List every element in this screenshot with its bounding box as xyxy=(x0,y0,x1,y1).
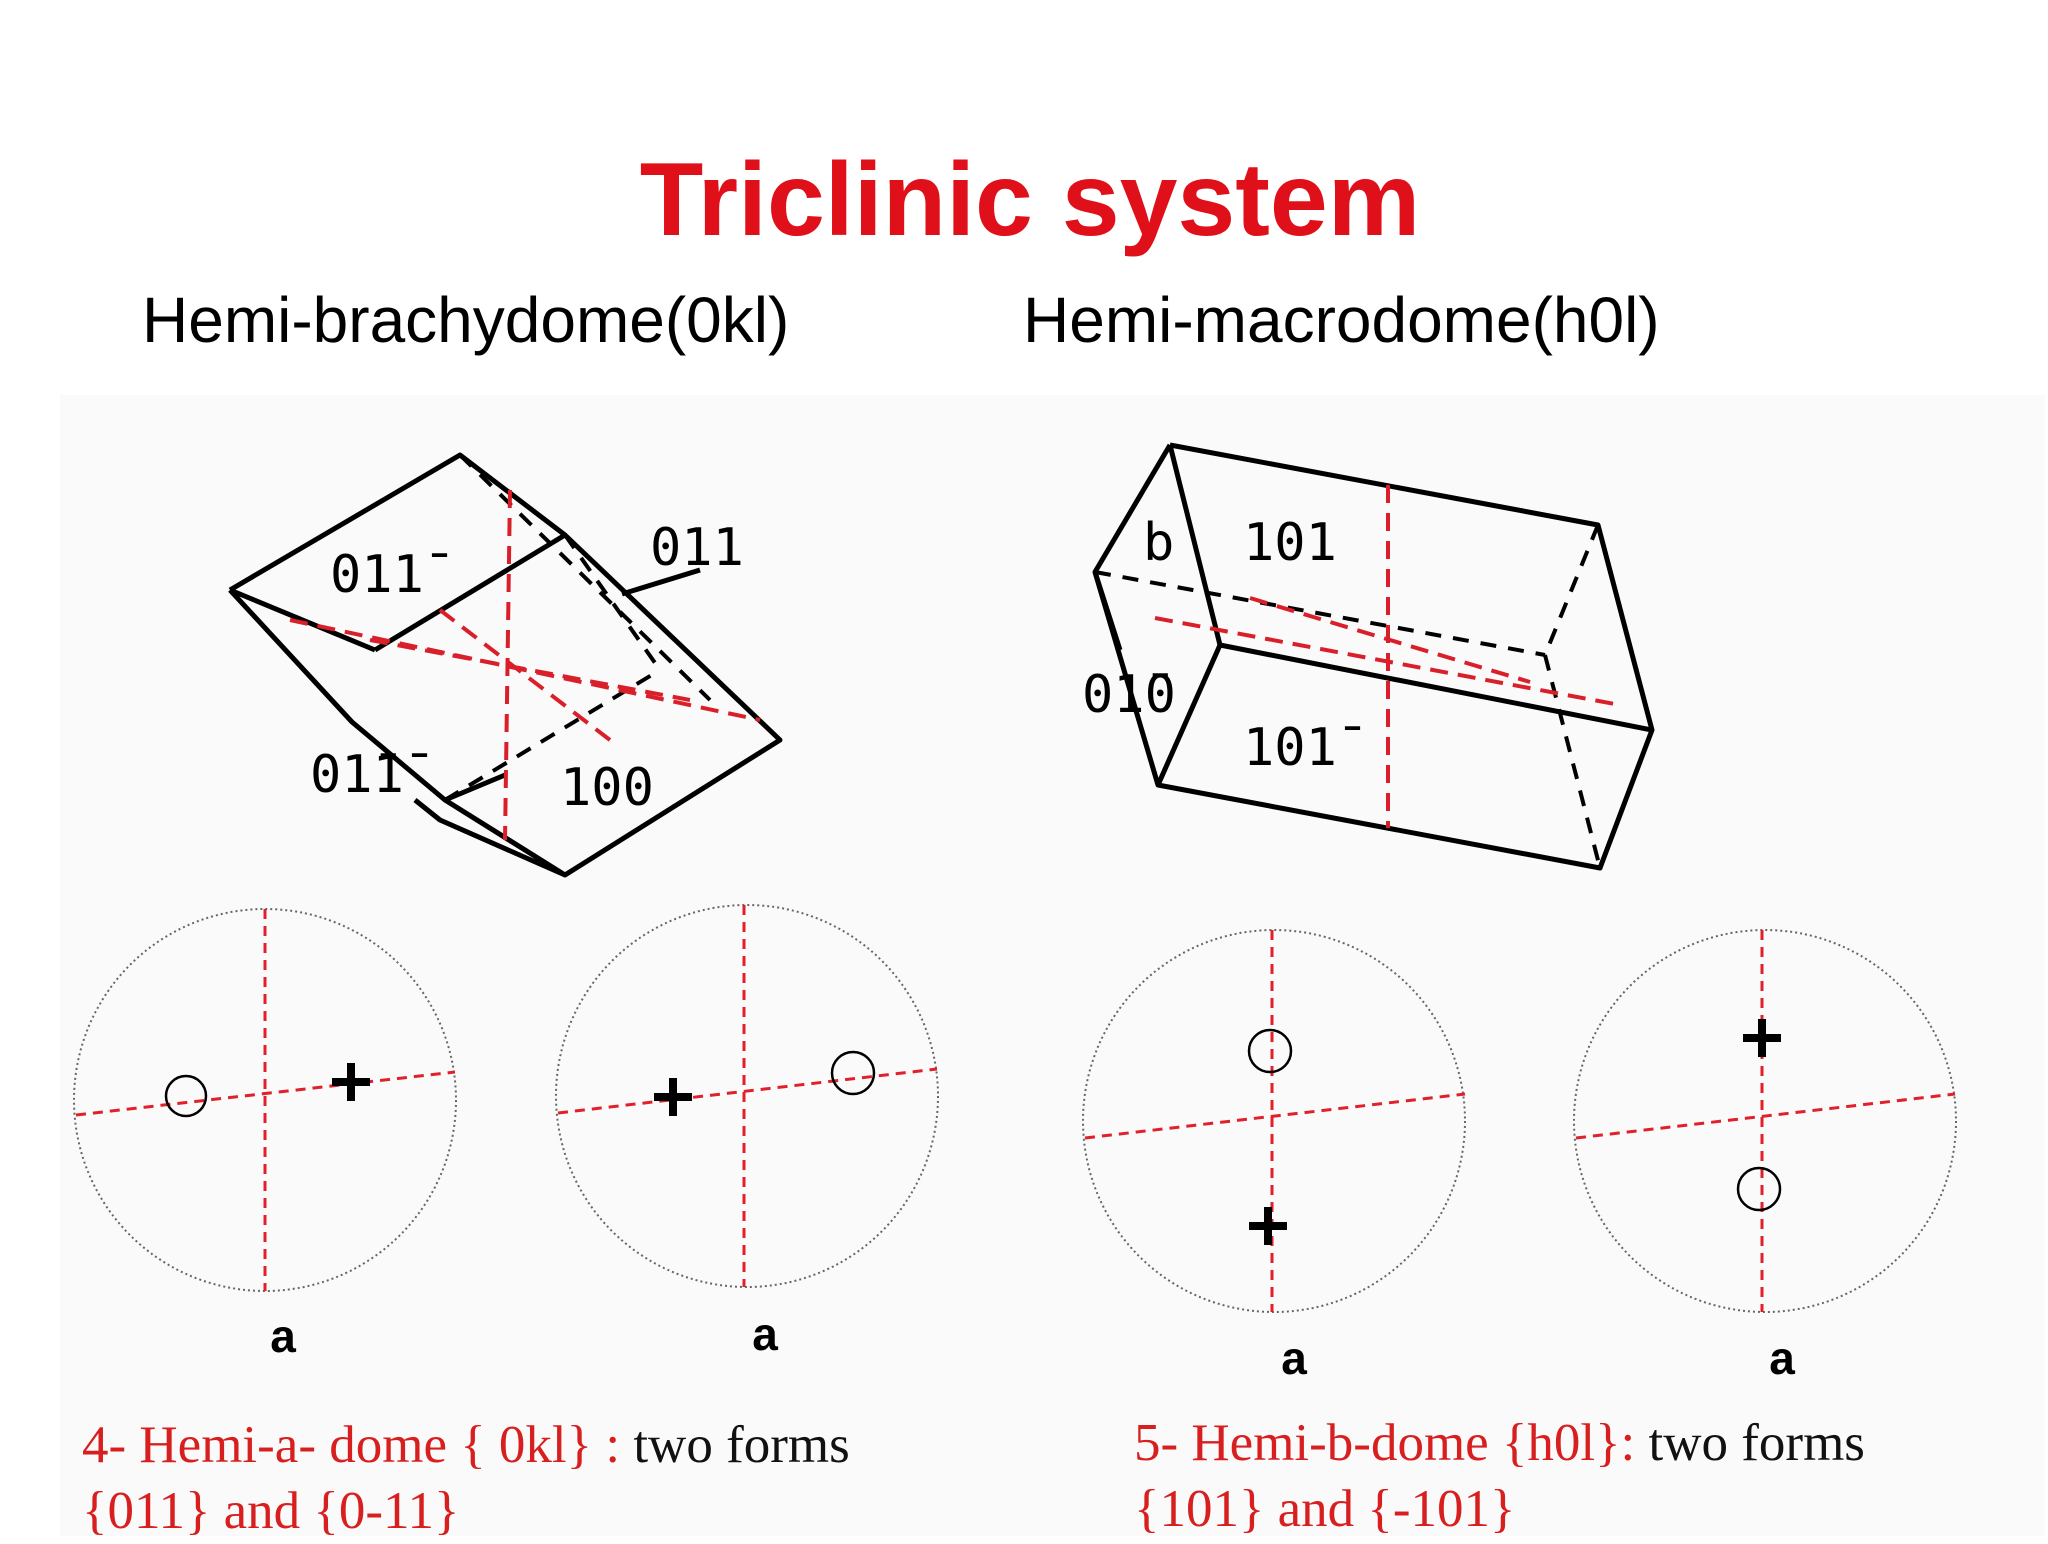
stereonet-3-circle xyxy=(1082,929,1466,1313)
stereonet-2-open-circle-pole xyxy=(830,1050,876,1096)
caption-right-two-forms: two forms xyxy=(1635,1414,1865,1472)
stereonet-4-plus-pole xyxy=(1743,1019,1781,1057)
stereonet-2-tilted-axis xyxy=(557,1067,938,1115)
crystal-left-hidden-edges xyxy=(443,453,712,802)
stereonet-3-open-circle-pole xyxy=(1247,1028,1293,1074)
crystal-right-hidden-edges xyxy=(1094,524,1602,869)
caption-right-heading: 5- Hemi-b-dome {h0l}: xyxy=(1134,1414,1636,1472)
face-label-b: b xyxy=(1143,513,1174,573)
caption-left-two-forms: two forms xyxy=(620,1416,850,1474)
stereonet-1-tilted-axis xyxy=(75,1070,456,1117)
caption-hemi-b-dome: 5- Hemi-b-dome {h0l}: two forms {101} an… xyxy=(1134,1410,1865,1542)
stereonet-1-circle xyxy=(73,908,457,1292)
caption-left-line-1: 4- Hemi-a- dome { 0kl} : two forms xyxy=(82,1412,850,1478)
subtitle-hemi-brachydome: Hemi-brachydome(0kl) xyxy=(142,284,790,356)
stereonet-2: a xyxy=(555,904,939,1360)
face-label-011-bar-top: 011̄ xyxy=(330,545,448,605)
stereonet-3-label: a xyxy=(1281,1332,1307,1384)
caption-left-forms: {011} and {0-11} xyxy=(82,1482,460,1540)
crystal-right-axes xyxy=(1154,485,1621,828)
crystal-left: 011̄ 011 01̄1̄ 100 xyxy=(228,452,783,878)
stereonet-4-open-circle-pole xyxy=(1736,1166,1782,1212)
stereonet-1: a xyxy=(73,908,457,1362)
caption-hemi-a-dome: 4- Hemi-a- dome { 0kl} : two forms {011}… xyxy=(82,1412,850,1544)
caption-left-line-2: {011} and {0-11} xyxy=(82,1478,850,1544)
crystal-right-edges xyxy=(1092,442,1655,871)
stereonet-3-plus-pole xyxy=(1249,1207,1287,1245)
slide-title: Triclinic system xyxy=(639,142,1421,258)
stereonet-3-tilted-axis xyxy=(1084,1092,1466,1140)
face-label-10-1-bottom: 101̄ xyxy=(1243,718,1361,778)
subtitle-hemi-macrodome: Hemi-macrodome(h0l) xyxy=(1023,284,1660,356)
diagram-panel-background xyxy=(60,395,2045,1536)
face-label-101-top: 101 xyxy=(1243,513,1337,573)
face-label-0-1-0: 01̄0 xyxy=(1082,665,1176,725)
caption-right-line-1: 5- Hemi-b-dome {h0l}: two forms xyxy=(1134,1410,1865,1476)
stereonet-4-label: a xyxy=(1769,1332,1795,1384)
caption-right-forms: {101} and {-101} xyxy=(1134,1480,1516,1538)
stereonet-1-plus-pole xyxy=(332,1063,370,1101)
stereonet-2-label: a xyxy=(752,1308,778,1360)
crystal-left-edges xyxy=(228,452,783,878)
stereonet-3: a xyxy=(1082,929,1466,1384)
crystal-right: b 101 01̄0 101̄ xyxy=(1082,442,1655,871)
caption-left-heading: 4- Hemi-a- dome { 0kl} : xyxy=(82,1416,621,1474)
face-label-0-1-1-lower: 01̄1̄ xyxy=(310,745,428,805)
crystal-left-axes xyxy=(289,489,761,841)
stereonet-1-label: a xyxy=(270,1310,296,1362)
stereonet-4-circle xyxy=(1573,929,1957,1313)
face-label-011-right: 011 xyxy=(650,518,744,578)
stereonet-1-open-circle-pole xyxy=(164,1074,208,1118)
stereonet-4: a xyxy=(1573,929,1957,1384)
stereonet-2-plus-pole xyxy=(654,1078,692,1116)
caption-right-line-2: {101} and {-101} xyxy=(1134,1476,1865,1542)
stereonet-4-tilted-axis xyxy=(1575,1092,1956,1140)
face-label-100: 100 xyxy=(560,758,654,818)
stereonet-2-circle xyxy=(555,904,939,1288)
